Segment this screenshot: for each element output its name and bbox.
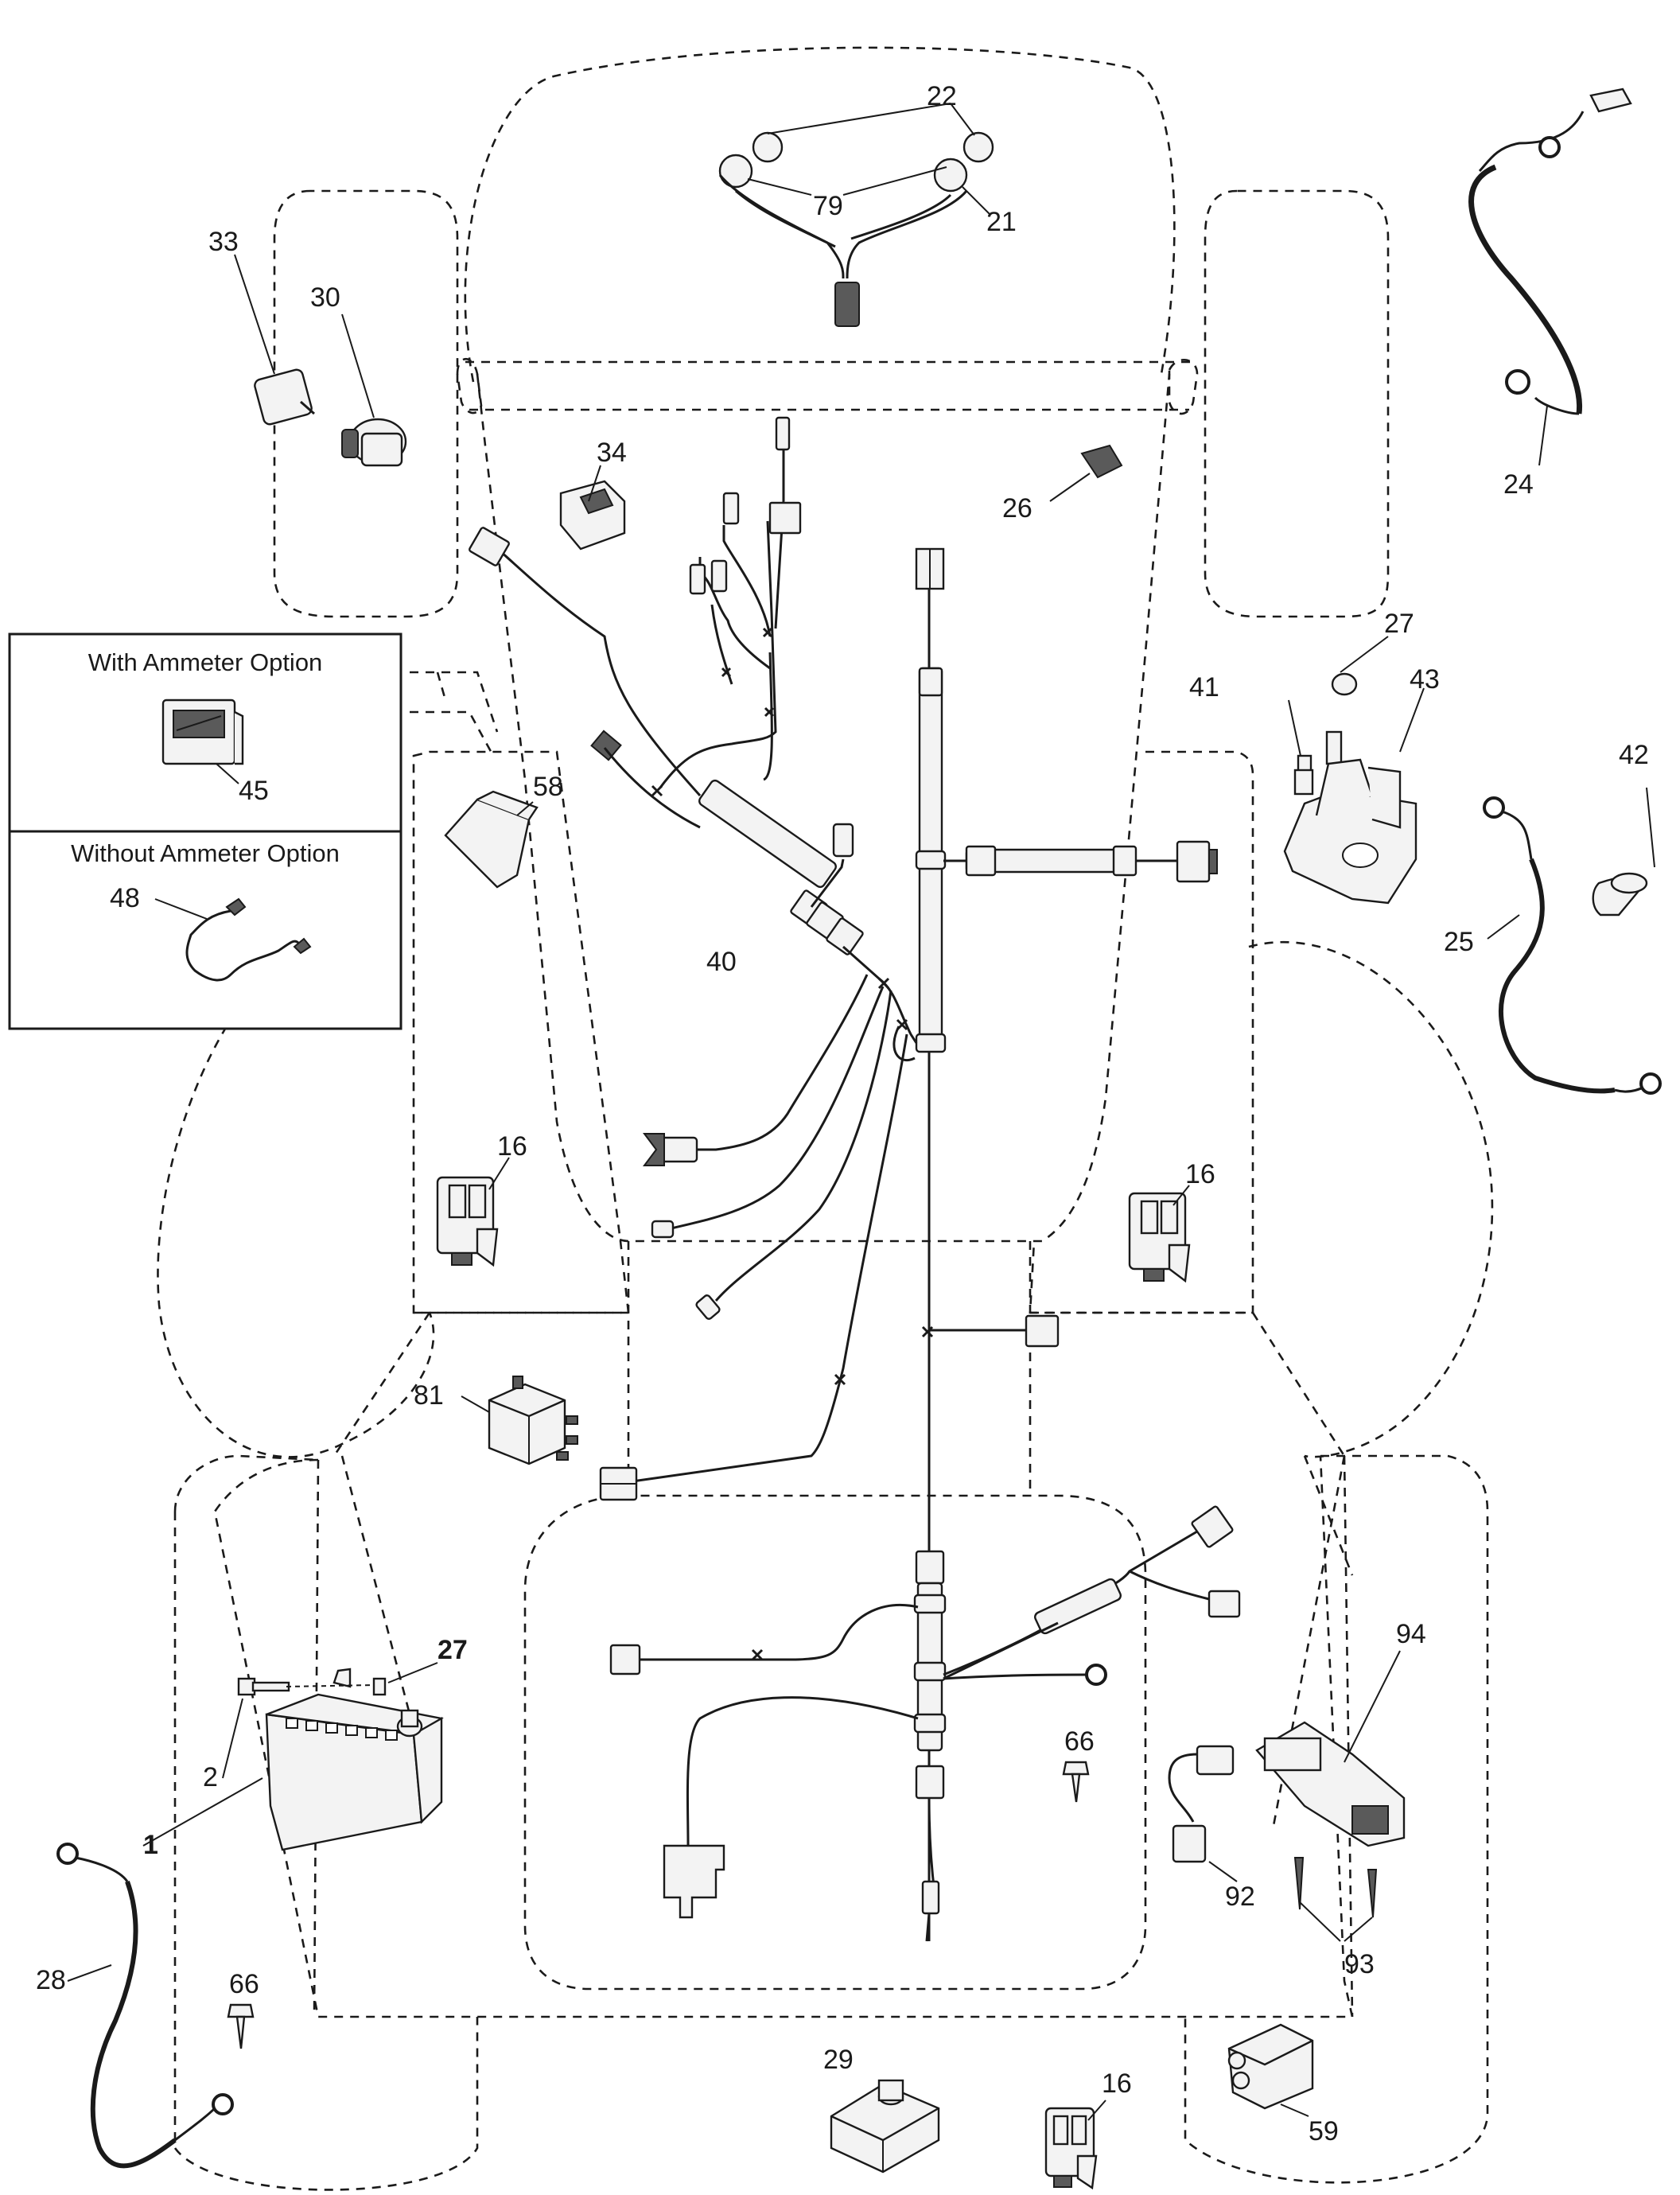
tractor-outline — [157, 46, 1494, 2191]
pto-switch-part — [559, 480, 626, 551]
callout-48: 48 — [110, 883, 140, 913]
solenoid-part — [1283, 672, 1418, 905]
callout-40: 40 — [706, 947, 737, 977]
callout-16a: 16 — [497, 1131, 527, 1162]
callout-94: 94 — [1396, 1619, 1426, 1649]
callout-30: 30 — [310, 282, 340, 313]
callout-labels: 1 2 16 16 16 21 22 24 25 26 27 27 28 29 … — [36, 81, 1649, 2146]
main-wire-harness — [469, 416, 1241, 1942]
terminal-boot-part — [1592, 872, 1648, 917]
callout-16c: 16 — [1102, 2069, 1132, 2099]
callout-59: 59 — [1309, 2116, 1339, 2146]
without-ammeter-label: Without Ammeter Option — [71, 839, 340, 867]
callout-79: 79 — [813, 191, 843, 221]
ignition-switch-part — [341, 418, 407, 467]
callout-43: 43 — [1410, 664, 1440, 695]
callout-92: 92 — [1225, 1882, 1255, 1912]
ammeter-option-box: With Ammeter Option Without Ammeter Opti… — [8, 632, 402, 1030]
callout-66a: 66 — [229, 1969, 259, 1999]
module-part-59 — [1227, 2023, 1314, 2110]
headlight-harness-part — [718, 131, 994, 327]
screw-part-66a — [227, 2003, 255, 2049]
battery-cable-28 — [56, 1843, 234, 2169]
callout-81: 81 — [414, 1380, 444, 1411]
screw-part-93 — [1293, 1857, 1378, 1918]
screw-part-66b — [1062, 1761, 1090, 1803]
fuse-lead-part — [185, 897, 312, 982]
callout-41: 41 — [1189, 672, 1219, 702]
callout-66b: 66 — [1064, 1726, 1095, 1757]
bolt-part-2 — [237, 1677, 290, 1696]
interlock-switch-16b — [1128, 1192, 1191, 1283]
right-branch-connector — [1176, 840, 1211, 883]
fuse-part — [1080, 444, 1123, 479]
ammeter-part — [161, 699, 244, 765]
with-ammeter-label: With Ammeter Option — [88, 648, 323, 676]
switch-part-29 — [830, 2079, 940, 2174]
callout-93: 93 — [1344, 1949, 1375, 1979]
interlock-switch-16c — [1044, 2107, 1098, 2190]
battery-cable-25 — [1483, 796, 1662, 1095]
module-part-94 — [1255, 1721, 1406, 1847]
callout-27b: 27 — [438, 1635, 468, 1665]
relay-part — [488, 1376, 578, 1465]
callout-2: 2 — [203, 1762, 218, 1792]
callout-27a: 27 — [1384, 609, 1414, 639]
callout-58: 58 — [533, 772, 563, 802]
battery-cable-24 — [1468, 88, 1632, 415]
interlock-switch-16a — [436, 1176, 499, 1267]
callout-33: 33 — [208, 227, 239, 257]
callout-21: 21 — [986, 207, 1017, 237]
module-part-58 — [444, 790, 539, 889]
callout-26: 26 — [1002, 493, 1032, 523]
callout-42: 42 — [1619, 740, 1649, 770]
callout-34: 34 — [597, 438, 627, 468]
harness-part-92 — [1168, 1745, 1235, 1863]
callout-25: 25 — [1444, 927, 1474, 957]
callout-45: 45 — [239, 776, 269, 806]
callout-22: 22 — [927, 81, 957, 111]
upper-left-connector — [469, 527, 510, 566]
callout-29: 29 — [823, 2045, 854, 2075]
callout-28: 28 — [36, 1965, 66, 1995]
battery-part — [265, 1668, 444, 1851]
callout-24: 24 — [1503, 469, 1534, 500]
key-part — [254, 368, 315, 426]
callout-1: 1 — [143, 1830, 158, 1860]
callout-16b: 16 — [1185, 1159, 1215, 1189]
